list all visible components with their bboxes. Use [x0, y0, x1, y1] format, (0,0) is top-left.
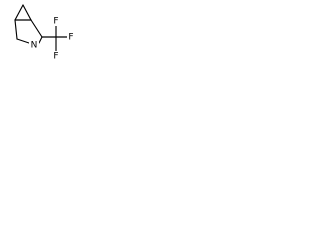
- structure-canvas: N F F F: [0, 0, 78, 70]
- bond-n3-c4: [38, 36, 43, 44]
- fluorine-bottom-label: F: [53, 52, 58, 62]
- fluorine-top-label: F: [53, 17, 58, 27]
- bond-c6-c1: [14, 4, 24, 21]
- nitrogen-label: N: [31, 41, 38, 51]
- molecule-structure: N F F F: [14, 4, 75, 62]
- bond-c1-c2: [14, 19, 18, 40]
- fluorine-right-label: F: [68, 33, 73, 43]
- bond-c6-c5: [22, 4, 32, 21]
- bond-c4-c5: [30, 19, 43, 38]
- bond-c2-n3: [16, 38, 30, 44]
